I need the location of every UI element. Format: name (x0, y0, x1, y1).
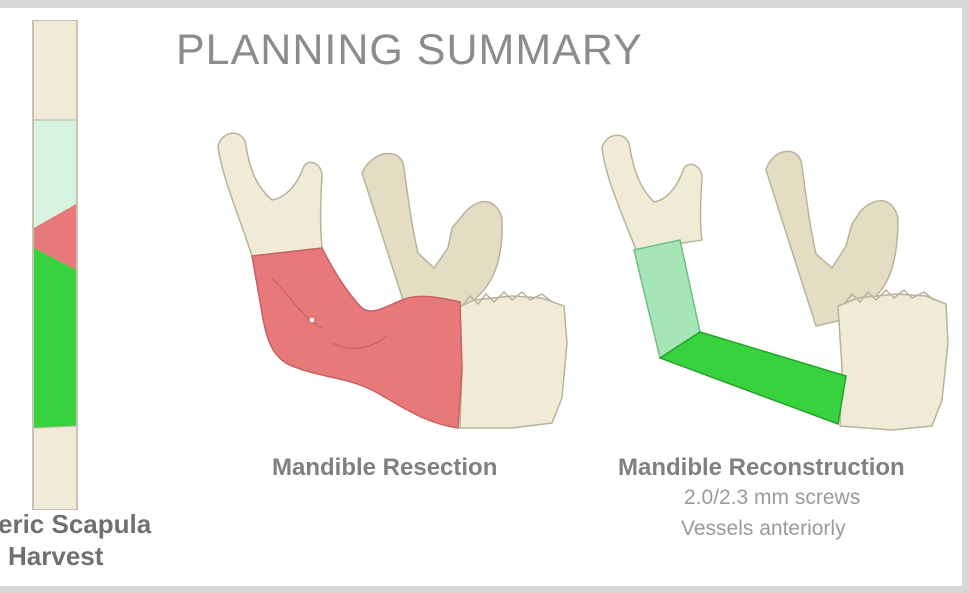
scapula-caption-line1: eric Scapula (0, 508, 151, 540)
reconstruction-detail-vessels: Vessels anteriorly (681, 517, 846, 541)
scapula-strip-graphic (30, 20, 80, 510)
mandible-resection-image (212, 128, 572, 438)
reconstruction-detail-screws: 2.0/2.3 mm screws (684, 486, 860, 510)
scapula-caption-line2: Harvest (0, 540, 151, 572)
scapula-harvest-caption: eric Scapula Harvest (0, 508, 151, 572)
resection-caption: Mandible Resection (272, 454, 497, 482)
reconstruction-caption: Mandible Reconstruction (618, 454, 905, 482)
slide: PLANNING SUMMARY Mandible Resection Mand… (0, 8, 962, 586)
page-title: PLANNING SUMMARY (176, 26, 643, 75)
mandible-reconstruction-image (596, 128, 952, 440)
